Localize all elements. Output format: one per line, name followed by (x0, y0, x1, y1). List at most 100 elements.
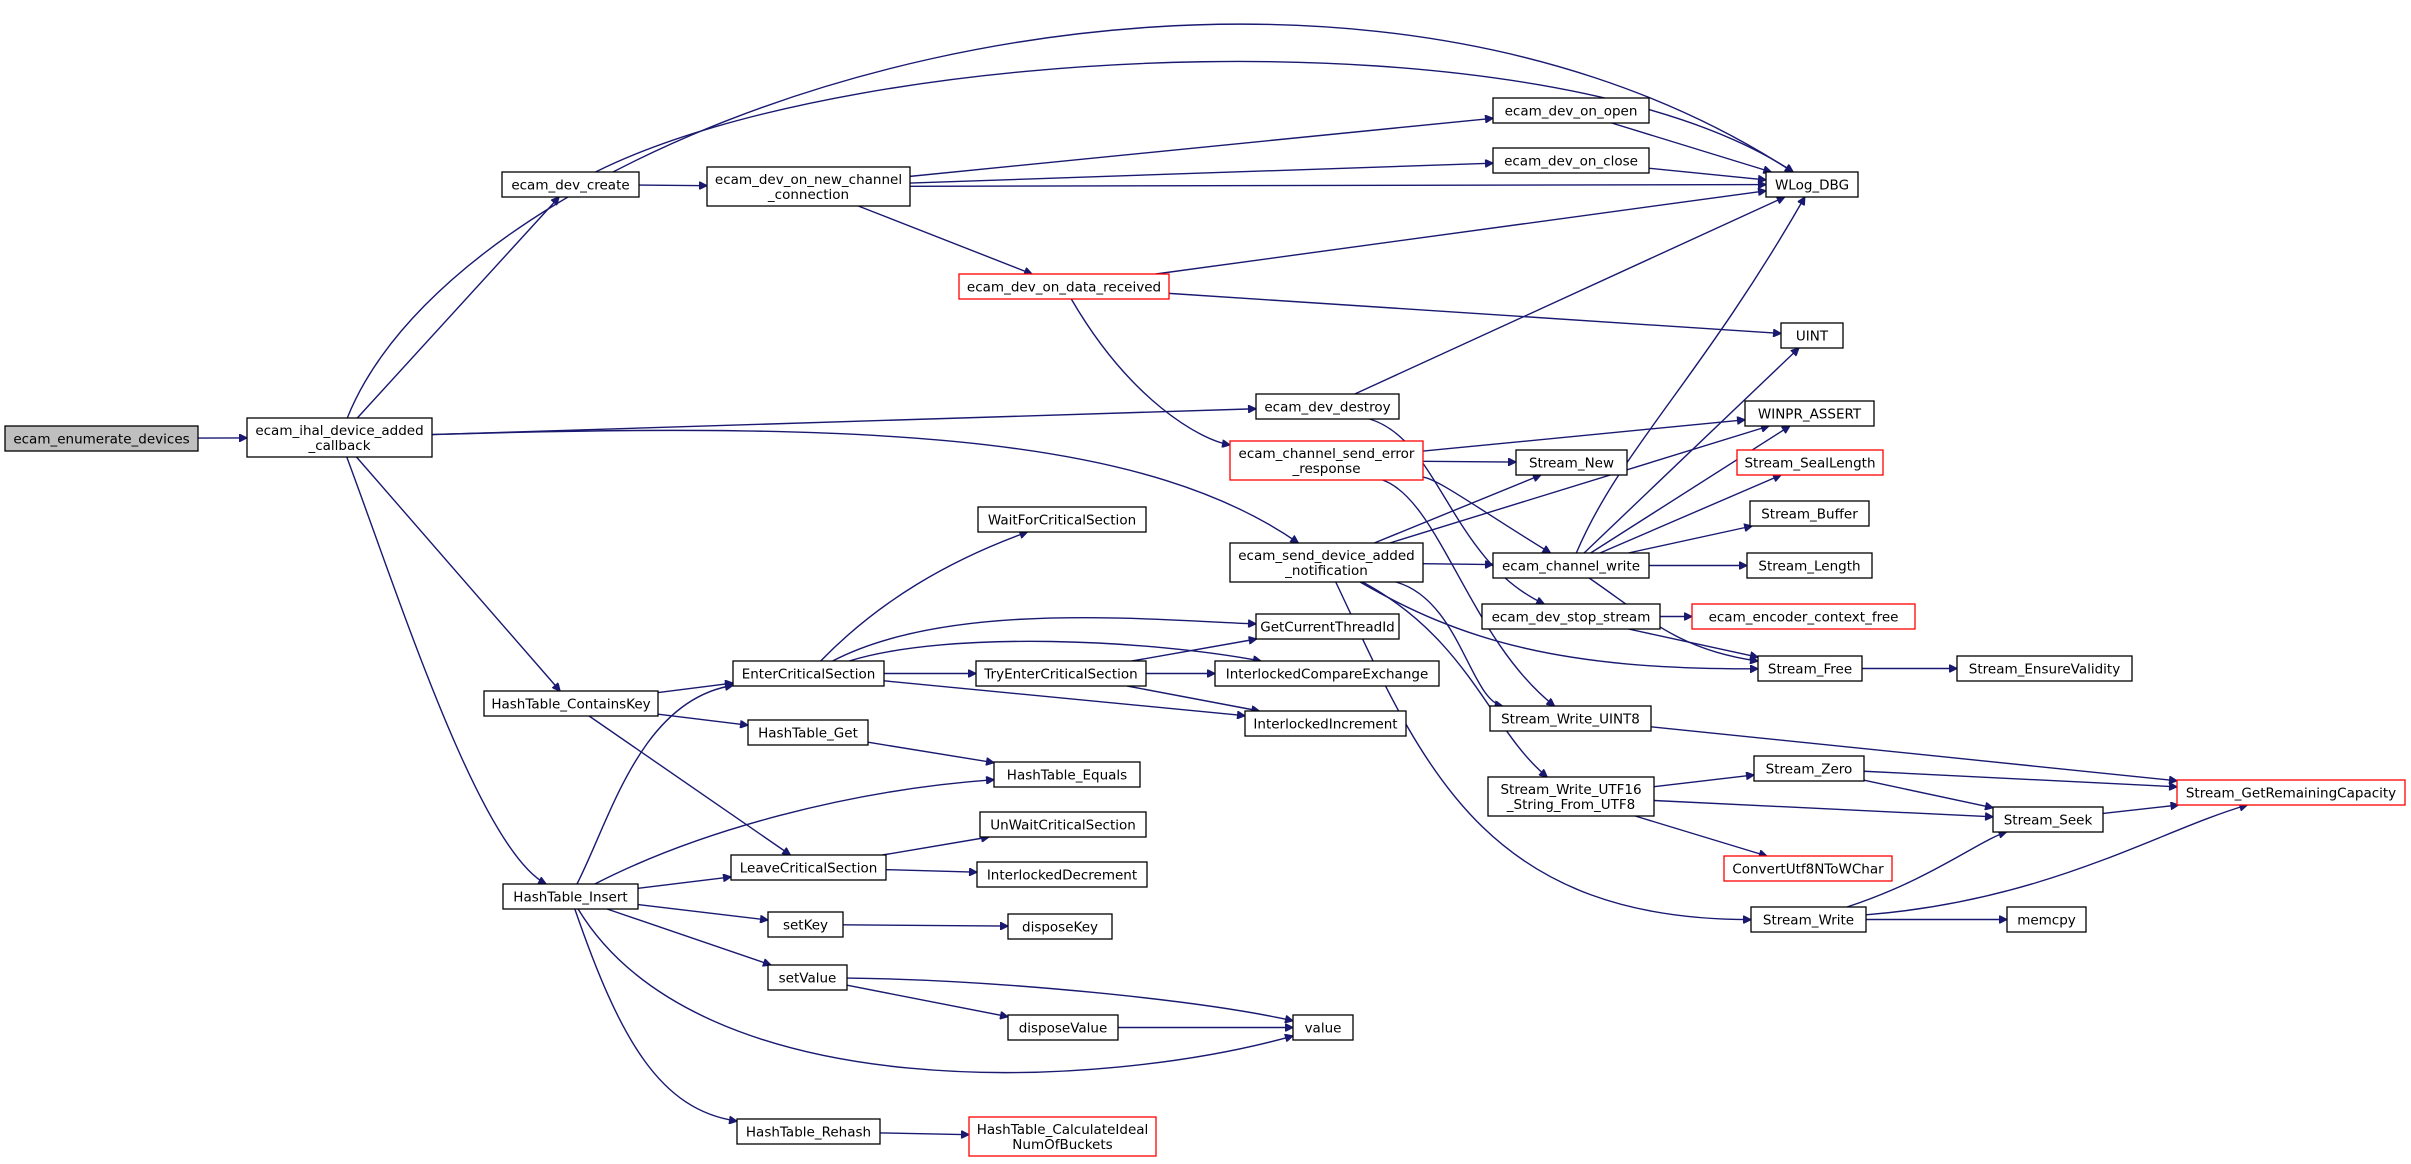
node-ecam-ihal-device-added-callback[interactable]: ecam_ihal_device_added_callback (246, 417, 433, 458)
node-ecam-enumerate-devices[interactable]: ecam_enumerate_devices (4, 425, 199, 452)
node-stream-zero[interactable]: Stream_Zero (1753, 755, 1865, 782)
edge-stream-write-uint8-to-stream-getremainingcapacity (1650, 726, 2177, 781)
node-box (1723, 855, 1893, 882)
node-label: WLog_DBG (1775, 178, 1849, 194)
node-stream-write-utf16-string-from-utf8[interactable]: Stream_Write_UTF16_String_From_UTF8 (1487, 776, 1655, 817)
node-box (993, 761, 1141, 788)
node-box (736, 1118, 881, 1145)
edge-ecam-ihal-device-added-callback-to-ecam-dev-create (356, 197, 559, 419)
node-label: _response (1291, 461, 1360, 477)
node-ecam-dev-on-data-received[interactable]: ecam_dev_on_data_received (958, 273, 1170, 300)
node-box (2006, 906, 2087, 933)
node-ecam-dev-on-new-channel-connection[interactable]: ecam_dev_on_new_channel_connection (706, 166, 911, 207)
node-box (1229, 542, 1424, 583)
node-label: ecam_channel_send_error (1239, 446, 1415, 462)
node-stream-free[interactable]: Stream_Free (1757, 655, 1863, 682)
node-label: Stream_Write_UTF16 (1500, 782, 1641, 798)
edge-ecam-channel-send-error-response-to-stream-new (1422, 461, 1516, 462)
node-label: UnWaitCriticalSection (990, 818, 1136, 834)
node-value[interactable]: value (1292, 1014, 1354, 1041)
node-hashtable-equals[interactable]: HashTable_Equals (993, 761, 1141, 788)
node-label: Stream_Seek (2004, 813, 2093, 829)
node-interlockedincrement[interactable]: InterlockedIncrement (1244, 710, 1407, 737)
node-hashtable-insert[interactable]: HashTable_Insert (502, 883, 639, 910)
node-label: ecam_encoder_context_free (1709, 610, 1899, 626)
node-label: InterlockedDecrement (987, 868, 1137, 884)
node-leavecriticalsection[interactable]: LeaveCriticalSection (730, 854, 887, 881)
node-getcurrentthreadid[interactable]: GetCurrentThreadId (1255, 613, 1400, 640)
node-label: value (1305, 1021, 1342, 1037)
node-label: EnterCriticalSection (742, 667, 876, 683)
edge-entercriticalsection-to-interlockedcompareexchange (848, 640, 1261, 661)
node-label: ecam_send_device_added (1238, 548, 1415, 564)
node-stream-write[interactable]: Stream_Write (1750, 906, 1867, 933)
node-memcpy[interactable]: memcpy (2006, 906, 2087, 933)
edge-ecam-send-device-added-notification-to-ecam-channel-write (1422, 564, 1493, 565)
edge-ecam-dev-on-data-received-to-wlog-dbg (1155, 191, 1766, 275)
edge-ecam-dev-on-new-channel-connection-to-ecam-dev-on-close (909, 163, 1493, 184)
node-box (1492, 97, 1650, 124)
node-ecam-channel-write[interactable]: ecam_channel_write (1492, 552, 1650, 579)
node-disposekey[interactable]: disposeKey (1007, 913, 1113, 940)
edge-stream-write-to-stream-seek (1846, 832, 2007, 908)
node-setkey[interactable]: setKey (767, 911, 844, 938)
node-stream-new[interactable]: Stream_New (1515, 449, 1628, 476)
node-label: WaitForCriticalSection (988, 513, 1136, 529)
node-ecam-dev-destroy[interactable]: ecam_dev_destroy (1255, 393, 1400, 420)
node-box (2176, 779, 2406, 806)
edge-ecam-send-device-added-notification-to-stream-free (1359, 581, 1758, 669)
node-ecam-dev-create[interactable]: ecam_dev_create (501, 171, 640, 198)
node-ecam-dev-on-open[interactable]: ecam_dev_on_open (1492, 97, 1650, 124)
edge-ecam-send-device-added-notification-to-stream-write-uint8 (1395, 581, 1503, 706)
node-box (1007, 1014, 1119, 1041)
node-stream-buffer[interactable]: Stream_Buffer (1749, 500, 1870, 527)
edge-ecam-ihal-device-added-callback-to-hashtable-insert (346, 456, 546, 885)
node-box (767, 911, 844, 938)
node-stream-getremainingcapacity[interactable]: Stream_GetRemainingCapacity (2176, 779, 2406, 806)
edge-hashtable-containskey-to-entercriticalsection (657, 683, 733, 694)
node-interlockedcompareexchange[interactable]: InterlockedCompareExchange (1214, 660, 1440, 687)
edge-ecam-dev-on-close-to-wlog-dbg (1648, 167, 1766, 180)
node-stream-write-uint8[interactable]: Stream_Write_UINT8 (1489, 705, 1652, 732)
edge-hashtable-containskey-to-leavecriticalsection (588, 715, 790, 855)
edge-stream-seek-to-stream-getremainingcapacity (2102, 805, 2179, 815)
node-label: UINT (1796, 329, 1829, 345)
node-stream-length[interactable]: Stream_Length (1746, 552, 1873, 579)
node-unwaitcriticalsection[interactable]: UnWaitCriticalSection (979, 811, 1147, 838)
node-label: Stream_GetRemainingCapacity (2186, 786, 2396, 802)
node-hashtable-rehash[interactable]: HashTable_Rehash (736, 1118, 881, 1145)
edge-ecam-send-device-added-notification-to-stream-write (1335, 581, 1751, 920)
node-ecam-send-device-added-notification[interactable]: ecam_send_device_added_notification (1229, 542, 1424, 583)
node-interlockeddecrement[interactable]: InterlockedDecrement (976, 861, 1148, 888)
node-ecam-dev-stop-stream[interactable]: ecam_dev_stop_stream (1481, 603, 1661, 630)
node-stream-seallength[interactable]: Stream_SealLength (1736, 449, 1884, 476)
node-box (4, 425, 199, 452)
edge-setvalue-to-disposevalue (846, 984, 1008, 1017)
node-ecam-encoder-context-free[interactable]: ecam_encoder_context_free (1691, 603, 1916, 630)
node-entercriticalsection[interactable]: EnterCriticalSection (732, 660, 885, 687)
edge-hashtable-rehash-to-hashtable-calculateidealnumofbuckets (879, 1133, 969, 1135)
node-box (1214, 660, 1440, 687)
node-hashtable-get[interactable]: HashTable_Get (747, 719, 869, 746)
node-hashtable-containskey[interactable]: HashTable_ContainsKey (483, 690, 659, 717)
node-ecam-dev-on-close[interactable]: ecam_dev_on_close (1492, 147, 1650, 174)
edge-entercriticalsection-to-waitforcriticalsection (820, 532, 1028, 662)
edge-ecam-send-device-added-notification-to-winpr-assert (1389, 426, 1769, 544)
node-stream-seek[interactable]: Stream_Seek (1992, 806, 2104, 833)
edge-ecam-dev-create-to-ecam-dev-on-new-channel-connection (638, 185, 707, 186)
node-disposevalue[interactable]: disposeValue (1007, 1014, 1119, 1041)
node-tryentercriticalsection[interactable]: TryEnterCriticalSection (975, 660, 1147, 687)
node-convertutf8ntowchar[interactable]: ConvertUtf8NToWChar (1723, 855, 1893, 882)
node-stream-ensurevalidity[interactable]: Stream_EnsureValidity (1956, 655, 2133, 682)
node-box (1736, 449, 1884, 476)
node-ecam-channel-send-error-response[interactable]: ecam_channel_send_error_response (1229, 440, 1424, 481)
node-label: _String_From_UTF8 (1506, 797, 1635, 813)
edge-tryentercriticalsection-to-getcurrentthreadid (1131, 639, 1257, 662)
edge-entercriticalsection-to-getcurrentthreadid (832, 616, 1256, 662)
node-wlog-dbg[interactable]: WLog_DBG (1765, 171, 1859, 198)
node-uint[interactable]: UINT (1780, 322, 1844, 349)
node-winpr-assert[interactable]: WINPR_ASSERT (1744, 400, 1875, 427)
node-setvalue[interactable]: setValue (767, 964, 848, 991)
node-waitforcriticalsection[interactable]: WaitForCriticalSection (977, 506, 1147, 533)
